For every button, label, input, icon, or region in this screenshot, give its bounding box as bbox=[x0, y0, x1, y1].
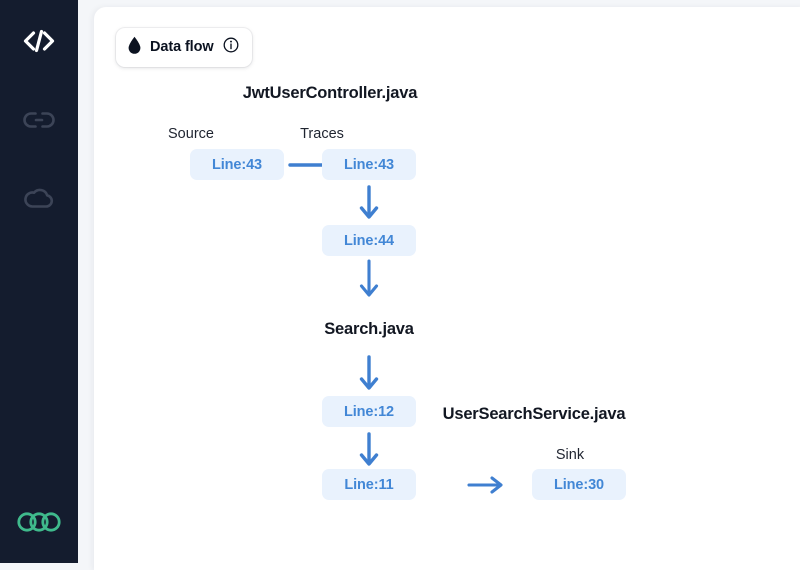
cloud-icon bbox=[21, 185, 57, 213]
rings-logo-icon bbox=[15, 511, 63, 538]
edge-arrow-down-search-to-12 bbox=[359, 355, 379, 390]
node-traces-line44[interactable]: Line:44 bbox=[322, 225, 416, 256]
main-card: Data flow JwtUserController.java Source … bbox=[94, 7, 800, 570]
sidebar-logo[interactable] bbox=[0, 511, 78, 538]
node-traces-line43[interactable]: Line:43 bbox=[322, 149, 416, 180]
code-icon bbox=[22, 27, 56, 55]
edge-arrow-right-11-to-sink bbox=[467, 476, 503, 494]
node-source-line43[interactable]: Line:43 bbox=[190, 149, 284, 180]
data-flow-graph: JwtUserController.java Source Traces Lin… bbox=[94, 7, 800, 570]
edge-arrow-down-43-to-44 bbox=[359, 185, 379, 219]
column-label-sink: Sink bbox=[555, 447, 585, 463]
file-title-search: Search.java bbox=[324, 320, 414, 338]
data-flow-badge[interactable]: Data flow bbox=[116, 28, 252, 67]
edge-arrow-down-44-to-search bbox=[359, 259, 379, 297]
data-flow-label: Data flow bbox=[150, 39, 214, 56]
left-sidebar bbox=[0, 0, 78, 563]
sidebar-item-link[interactable] bbox=[16, 97, 62, 143]
file-title-jwtusercontroller: JwtUserController.java bbox=[242, 84, 418, 102]
sidebar-item-code[interactable] bbox=[16, 18, 62, 64]
file-title-usersearchservice: UserSearchService.java bbox=[442, 405, 626, 423]
link-icon bbox=[22, 107, 56, 133]
node-sink-line30[interactable]: Line:30 bbox=[532, 469, 626, 500]
info-circle-icon[interactable] bbox=[223, 37, 239, 58]
node-search-line12[interactable]: Line:12 bbox=[322, 396, 416, 427]
sidebar-item-cloud[interactable] bbox=[16, 176, 62, 222]
edge-arrow-down-12-to-11 bbox=[359, 432, 379, 466]
water-drop-icon bbox=[128, 36, 141, 59]
node-search-line11[interactable]: Line:11 bbox=[322, 469, 416, 500]
column-label-source: Source bbox=[168, 126, 214, 142]
column-label-traces: Traces bbox=[300, 126, 344, 142]
